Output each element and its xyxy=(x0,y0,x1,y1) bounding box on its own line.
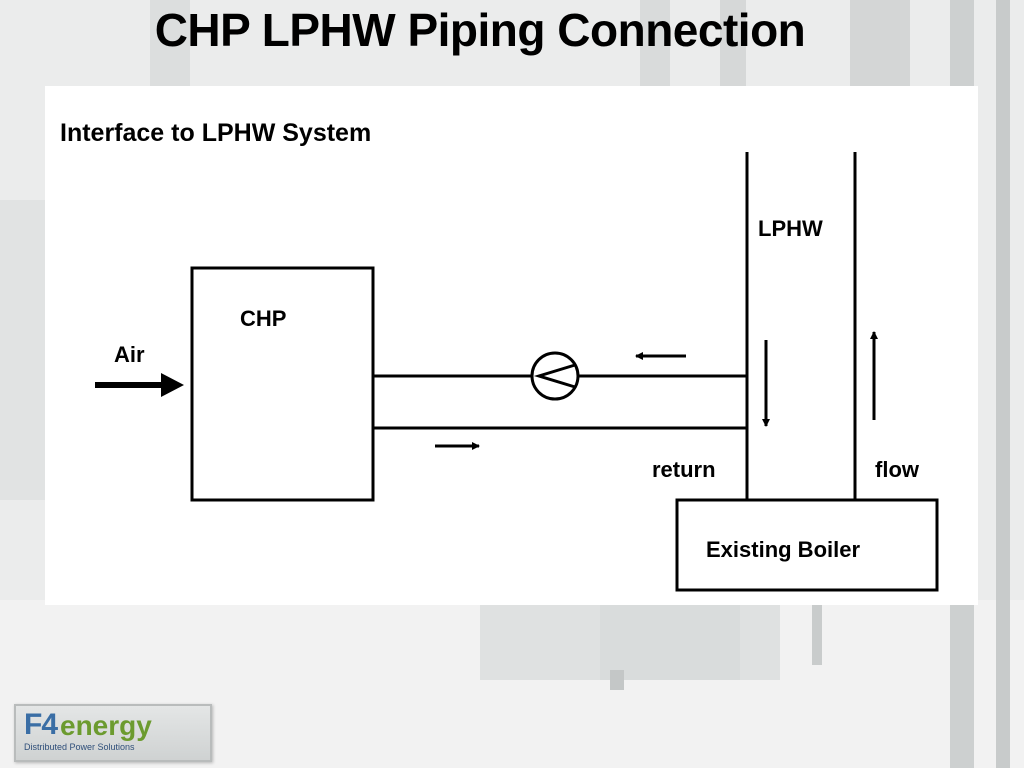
piping-diagram: Interface to LPHW System CHP Air LPHW re… xyxy=(60,119,939,592)
flow-label: flow xyxy=(875,457,920,482)
lphw-label: LPHW xyxy=(758,216,823,241)
slide-title: CHP LPHW Piping Connection xyxy=(154,4,806,56)
logo-mark: F4 xyxy=(24,708,58,741)
air-label: Air xyxy=(114,342,145,367)
logo-tagline: Distributed Power Solutions xyxy=(24,742,135,752)
logo-wordmark: energy xyxy=(60,710,152,741)
chp-label: CHP xyxy=(240,306,286,331)
air-inlet-arrow-icon xyxy=(95,373,184,397)
company-logo: F4 energy Distributed Power Solutions xyxy=(14,704,212,762)
return-label: return xyxy=(652,457,716,482)
boiler-label: Existing Boiler xyxy=(706,537,860,562)
diagram-panel: Interface to LPHW System CHP Air LPHW re… xyxy=(45,86,978,605)
chp-unit-box xyxy=(190,266,375,502)
pump-icon xyxy=(530,351,580,401)
boiler-box xyxy=(675,498,939,592)
diagram-heading: Interface to LPHW System xyxy=(60,119,371,147)
